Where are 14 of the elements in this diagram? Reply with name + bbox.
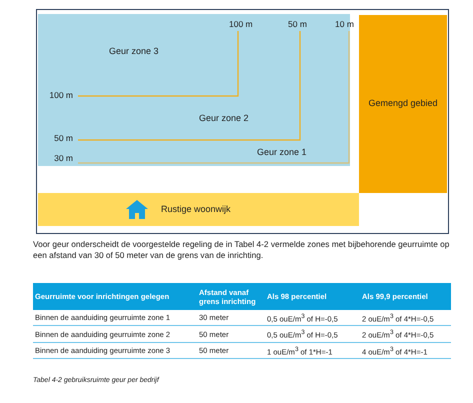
- distance-label: 100 m: [49, 90, 73, 100]
- distance-label: 50 m: [288, 19, 307, 29]
- distance-label: 100 m: [229, 19, 253, 29]
- area-label: Rustige woonwijk: [161, 204, 231, 214]
- area-label: Gemengd gebied: [367, 98, 439, 108]
- zone-label: Geur zone 1: [257, 147, 307, 157]
- zone-label: Geur zone 3: [109, 46, 159, 56]
- paragraph: Voor geur onderscheidt de voorgestelde regeling de in Tabel 4-2 vermelde zones met bijbehorende geurruimte op een afstand van 30 of 50 meter van de grens van de inrichting.: [33, 239, 450, 261]
- distance-label: 10 m: [335, 19, 354, 29]
- mixed-area-block: [359, 15, 447, 193]
- distance-label: 30 m: [54, 153, 73, 163]
- zone-label: Geur zone 2: [199, 113, 249, 123]
- residential-area-band: [38, 193, 359, 226]
- distance-label: 50 m: [54, 133, 73, 143]
